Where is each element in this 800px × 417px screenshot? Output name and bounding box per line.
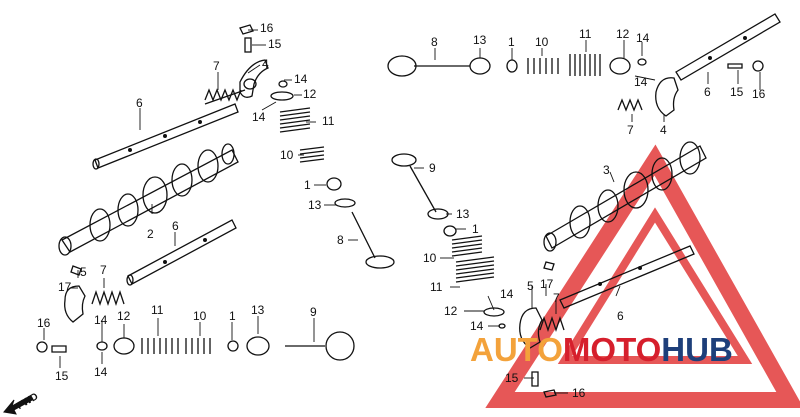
watermark-part-hub: HUB [661, 331, 733, 368]
callout-6: 6 [172, 219, 179, 233]
callout-7: 7 [627, 123, 634, 137]
callout-14: 14 [500, 287, 514, 301]
callout-14: 14 [636, 31, 650, 45]
callout-14: 14 [94, 313, 108, 327]
callout-14: 14 [634, 75, 648, 89]
callout-1: 1 [229, 309, 236, 323]
rocker-arm-upper-left [239, 59, 269, 98]
callout-5: 5 [80, 265, 87, 279]
valve-assembly-top-right [387, 54, 647, 77]
callout-8: 8 [337, 233, 344, 247]
callout-6: 6 [136, 96, 143, 110]
callout-10: 10 [280, 148, 294, 162]
callout-14: 14 [94, 365, 108, 379]
callout-12: 12 [616, 27, 630, 41]
callout-7: 7 [213, 59, 220, 73]
callout-10: 10 [535, 35, 549, 49]
callout-6: 6 [617, 309, 624, 323]
callout-9: 9 [310, 305, 317, 319]
callout-13: 13 [308, 198, 322, 212]
adjust-screw-bottom-right [531, 371, 557, 398]
callout-13: 13 [473, 33, 487, 47]
callout-14: 14 [294, 72, 308, 86]
callout-11: 11 [579, 27, 592, 41]
callout-15: 15 [268, 37, 282, 51]
watermark-part-moto: MOTO [562, 331, 662, 368]
adjust-screw-top [239, 24, 254, 53]
callout-15: 15 [55, 369, 69, 383]
callout-9: 9 [429, 161, 436, 175]
callout-15: 15 [505, 371, 519, 385]
callout-17: 17 [540, 277, 554, 291]
callout-11: 11 [430, 280, 443, 294]
callout-10: 10 [193, 309, 207, 323]
callout-14: 14 [252, 110, 266, 124]
callout-11: 11 [322, 114, 335, 128]
callout-15: 15 [730, 85, 744, 99]
callout-4: 4 [262, 57, 269, 71]
callout-11: 11 [151, 303, 164, 317]
callout-7: 7 [553, 291, 560, 305]
callout-14: 14 [470, 319, 484, 333]
camshaft-right [543, 141, 707, 252]
rocker-shaft-upper-right [675, 13, 781, 81]
callout-8: 8 [431, 35, 438, 49]
callout-13: 13 [251, 303, 265, 317]
watermark-logo-text: AUTOMOTOHUB [470, 331, 733, 371]
spring-lower-left [91, 289, 125, 307]
callout-16: 16 [37, 316, 51, 330]
callout-1: 1 [304, 178, 311, 192]
rocker-arm-upper-right [617, 60, 764, 117]
callout-16: 16 [260, 21, 274, 35]
forward-arrow-icon [3, 395, 33, 415]
callout-6: 6 [704, 85, 711, 99]
callout-12: 12 [117, 309, 131, 323]
callout-3: 3 [603, 163, 610, 177]
callout-17: 17 [58, 280, 72, 294]
rocker-arm-lower-left [64, 265, 86, 323]
watermark-triangle [485, 144, 800, 408]
callout-12: 12 [303, 87, 317, 101]
callout-2: 2 [147, 227, 154, 241]
leader-lines [43, 29, 761, 394]
callout-10: 10 [423, 251, 437, 265]
callout-1: 1 [508, 35, 515, 49]
valve-assembly-bottom-left [36, 331, 355, 361]
rocker-shaft-lower-right [559, 245, 695, 309]
valve-assembly-upper [270, 80, 395, 269]
valve-assembly-middle-right [391, 153, 506, 329]
callout-1: 1 [472, 222, 479, 236]
callout-16: 16 [752, 87, 766, 101]
spring-upper-left [204, 88, 246, 105]
rocker-shaft-lower-left [126, 219, 237, 286]
callout-4: 4 [660, 123, 667, 137]
callout-5: 5 [527, 279, 534, 293]
callout-16: 16 [572, 386, 586, 400]
callout-13: 13 [456, 207, 470, 221]
callout-12: 12 [444, 304, 458, 318]
camshaft-left [58, 143, 239, 256]
rocker-arm-lower-right [519, 261, 565, 349]
rocker-shaft-upper-left [92, 103, 239, 170]
watermark-part-auto: AUTO [470, 331, 563, 368]
fwd-label: FWD [15, 391, 40, 412]
callout-7: 7 [100, 263, 107, 277]
